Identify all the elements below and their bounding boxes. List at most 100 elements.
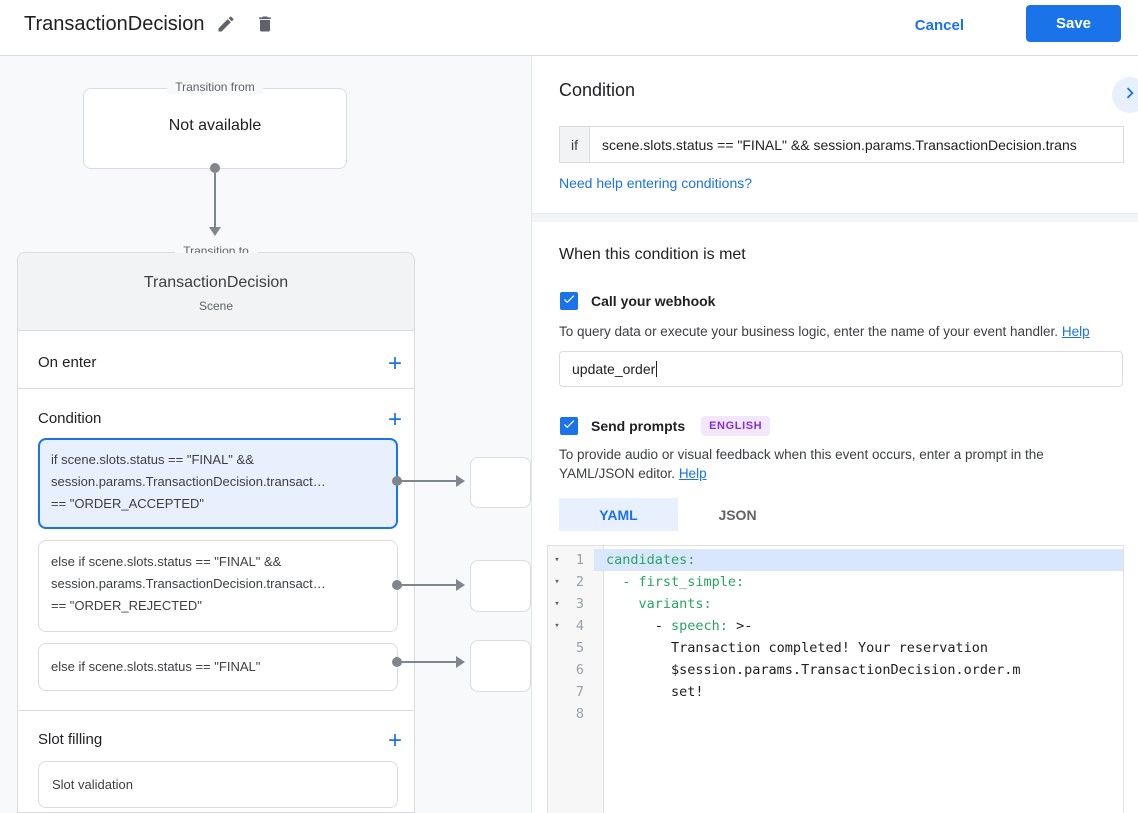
fold-arrow-icon[interactable]: ▾: [554, 577, 560, 587]
prompts-checkbox-row: Send prompts ENGLISH: [560, 416, 771, 436]
if-prefix-label: if: [559, 126, 590, 163]
prompts-help-link[interactable]: Help: [678, 466, 707, 481]
connector-line: [397, 480, 457, 482]
call-webhook-label: Call your webhook: [591, 293, 716, 309]
slot-filling-section-label: Slot filling: [38, 731, 103, 748]
condition-met-heading: When this condition is met: [559, 246, 746, 263]
code-token: >-: [727, 618, 753, 634]
tab-json[interactable]: JSON: [718, 506, 757, 523]
add-slot-button[interactable]: +: [387, 727, 402, 754]
connector-line: [397, 584, 457, 586]
scene-card-header: TransactionDecision Scene: [18, 253, 414, 331]
fold-arrow-icon[interactable]: ▾: [554, 621, 560, 631]
code-text: $session.params.TransactionDecision.orde…: [594, 659, 1123, 681]
transition-target-box[interactable]: [470, 457, 531, 508]
fold-arrow-icon: [548, 659, 566, 681]
code-text: candidates:: [594, 549, 1123, 571]
transition-target-box[interactable]: [470, 640, 531, 692]
condition-expression-input[interactable]: scene.slots.status == "FINAL" && session…: [590, 126, 1124, 163]
code-token: speech:: [671, 618, 728, 634]
code-token: variants:: [638, 596, 712, 612]
condition-text: == "ORDER_REJECTED": [51, 598, 202, 613]
cancel-button[interactable]: Cancel: [914, 17, 964, 34]
scene-type-label: Scene: [198, 299, 234, 313]
prompts-description: To provide audio or visual feedback when…: [559, 445, 1121, 483]
tab-yaml[interactable]: YAML: [559, 498, 678, 531]
slot-validation-label: Slot validation: [52, 777, 133, 792]
code-token: [606, 596, 639, 612]
arrow-down-icon: [209, 227, 221, 236]
condition-text: else if scene.slots.status == "FINAL" &&: [51, 554, 282, 569]
code-line: 7 set!: [548, 681, 1123, 703]
language-badge: ENGLISH: [701, 416, 771, 436]
code-token: - first_simple:: [622, 574, 745, 590]
condition-text: if scene.slots.status == "FINAL" &&: [51, 452, 254, 467]
webhook-help-link[interactable]: Help: [1061, 324, 1090, 339]
line-number: 6: [575, 662, 584, 678]
yaml-code-editor[interactable]: ▾ 1 candidates: ▾ 2 - first_simple: ▾ 3 …: [547, 545, 1124, 813]
connector-dot: [392, 657, 402, 667]
send-prompts-checkbox[interactable]: [560, 417, 578, 435]
line-number: 8: [575, 706, 584, 722]
fold-arrow-icon: [548, 637, 566, 659]
on-enter-section-label: On enter: [38, 354, 97, 371]
condition-card-1[interactable]: if scene.slots.status == "FINAL" && sess…: [38, 438, 398, 529]
line-number: 7: [575, 684, 584, 700]
condition-help-link[interactable]: Need help entering conditions?: [559, 175, 753, 191]
condition-text: session.params.TransactionDecision.trans…: [51, 576, 326, 591]
chevron-right-icon: [1119, 82, 1138, 109]
transition-target-box[interactable]: [470, 560, 531, 612]
transition-from-legend: Transition from: [167, 80, 263, 94]
connector-dot: [392, 580, 402, 590]
edit-title-button[interactable]: [212, 12, 240, 40]
code-line: 5 Transaction completed! Your reservatio…: [548, 637, 1123, 659]
code-text: set!: [594, 681, 1123, 703]
connector-dot: [210, 163, 220, 173]
code-token: set!: [606, 684, 704, 700]
code-line: 6 $session.params.TransactionDecision.or…: [548, 659, 1123, 681]
prompts-description-text: To provide audio or visual feedback when…: [559, 447, 1044, 481]
condition-section-label: Condition: [38, 410, 102, 427]
connector-dot: [392, 476, 402, 486]
arrow-right-icon: [456, 475, 465, 487]
webhook-handler-input[interactable]: update_order: [559, 351, 1123, 387]
condition-card-3[interactable]: else if scene.slots.status == "FINAL": [38, 643, 398, 691]
code-token: candidates:: [606, 552, 696, 568]
code-line: ▾ 2 - first_simple:: [548, 571, 1123, 593]
condition-card-2[interactable]: else if scene.slots.status == "FINAL" &&…: [38, 540, 398, 632]
code-text: - speech: >-: [594, 615, 1123, 637]
code-token: -: [606, 618, 672, 634]
arrow-right-icon: [456, 579, 465, 591]
condition-text: session.params.TransactionDecision.trans…: [51, 474, 326, 489]
code-token: [606, 574, 622, 590]
add-on-enter-button[interactable]: +: [387, 350, 402, 377]
line-number: 2: [575, 574, 584, 590]
add-condition-button[interactable]: +: [387, 406, 402, 433]
fold-arrow-icon[interactable]: ▾: [554, 555, 560, 565]
save-button[interactable]: Save: [1026, 5, 1121, 42]
call-webhook-checkbox[interactable]: [560, 292, 578, 310]
line-number: 1: [575, 552, 584, 568]
fold-arrow-icon: [548, 681, 566, 703]
check-icon: [562, 292, 576, 311]
editor-gutter: [548, 546, 604, 813]
scene-name: TransactionDecision: [143, 274, 289, 291]
scene-diagram: Transition from Not available Transition…: [0, 56, 531, 813]
arrow-right-icon: [456, 656, 465, 668]
code-line: ▾ 1 candidates:: [548, 549, 1123, 571]
delete-scene-button[interactable]: [251, 12, 279, 40]
condition-expression-row: if scene.slots.status == "FINAL" && sess…: [559, 126, 1124, 163]
webhook-description: To query data or execute your business l…: [559, 322, 1121, 341]
code-text: [594, 703, 1123, 725]
collapse-panel-button[interactable]: [1112, 77, 1138, 113]
code-text: Transaction completed! Your reservation: [594, 637, 1123, 659]
page-title: TransactionDecision: [24, 13, 205, 35]
webhook-description-text: To query data or execute your business l…: [559, 324, 1059, 339]
code-line: 8: [548, 703, 1123, 725]
fold-arrow-icon[interactable]: ▾: [554, 599, 560, 609]
slot-validation-card[interactable]: Slot validation: [38, 761, 398, 808]
check-icon: [562, 417, 576, 436]
code-text: - first_simple:: [594, 571, 1123, 593]
flow-arrow-line: [214, 173, 216, 228]
condition-editor-panel: Condition if scene.slots.status == "FINA…: [531, 56, 1138, 813]
